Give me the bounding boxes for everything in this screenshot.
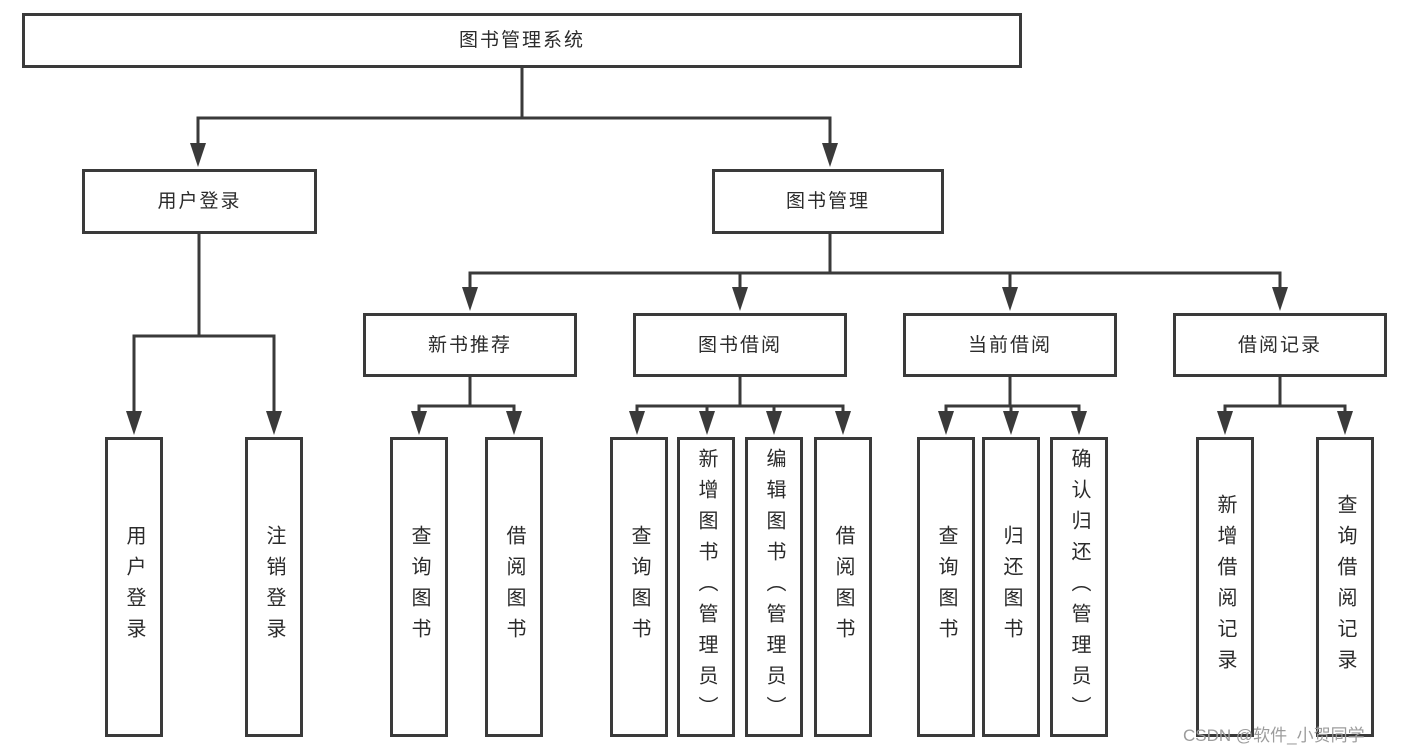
node-current-borrowing: 当前借阅 <box>903 313 1117 377</box>
leaf-edit-book-admin-label: 编辑图书（管理员） <box>763 447 785 727</box>
watermark-text: CSDN @软件_小贺同学 <box>1183 726 1365 745</box>
leaf-confirm-return-admin-label: 确认归还（管理员） <box>1068 447 1090 727</box>
leaf-edit-book-admin: 编辑图书（管理员） <box>745 437 803 737</box>
leaf-query-books-recommend: 查询图书 <box>390 437 448 737</box>
node-book-management: 图书管理 <box>712 169 944 234</box>
node-new-book-recommend-label: 新书推荐 <box>427 334 512 356</box>
leaf-return-books: 归还图书 <box>982 437 1040 737</box>
node-user-login: 用户登录 <box>82 169 317 234</box>
leaf-query-borrow-record: 查询借阅记录 <box>1316 437 1374 737</box>
node-user-login-label: 用户登录 <box>157 191 242 212</box>
leaf-borrow-books-recommend-label: 借阅图书 <box>503 525 525 649</box>
leaf-borrow-books-borrowing: 借阅图书 <box>814 437 872 737</box>
leaf-add-book-admin: 新增图书（管理员） <box>677 437 735 737</box>
leaf-logout-label: 注销登录 <box>263 525 285 649</box>
node-library-system-label: 图书管理系统 <box>458 30 585 51</box>
leaf-query-books-borrowing-label: 查询图书 <box>628 525 650 649</box>
node-new-book-recommend: 新书推荐 <box>363 313 577 377</box>
leaf-query-borrow-record-label: 查询借阅记录 <box>1334 494 1356 680</box>
leaf-query-books-borrowing: 查询图书 <box>610 437 668 737</box>
node-book-management-label: 图书管理 <box>785 191 870 212</box>
leaf-query-books-current: 查询图书 <box>917 437 975 737</box>
node-borrowing-records-label: 借阅记录 <box>1237 334 1322 356</box>
node-book-borrowing: 图书借阅 <box>633 313 847 377</box>
leaf-logout: 注销登录 <box>245 437 303 737</box>
leaf-query-books-recommend-label: 查询图书 <box>408 525 430 649</box>
leaf-query-books-current-label: 查询图书 <box>935 525 957 649</box>
leaf-add-borrow-record: 新增借阅记录 <box>1196 437 1254 737</box>
leaf-borrow-books-recommend: 借阅图书 <box>485 437 543 737</box>
node-borrowing-records: 借阅记录 <box>1173 313 1387 377</box>
leaf-return-books-label: 归还图书 <box>1000 525 1022 649</box>
leaf-add-borrow-record-label: 新增借阅记录 <box>1214 494 1236 680</box>
leaf-user-login: 用户登录 <box>105 437 163 737</box>
node-current-borrowing-label: 当前借阅 <box>967 334 1052 356</box>
leaf-borrow-books-borrowing-label: 借阅图书 <box>832 525 854 649</box>
node-library-system: 图书管理系统 <box>22 13 1022 68</box>
leaf-add-book-admin-label: 新增图书（管理员） <box>695 447 717 727</box>
leaf-user-login-label: 用户登录 <box>123 525 145 649</box>
node-book-borrowing-label: 图书借阅 <box>697 334 782 356</box>
leaf-confirm-return-admin: 确认归还（管理员） <box>1050 437 1108 737</box>
